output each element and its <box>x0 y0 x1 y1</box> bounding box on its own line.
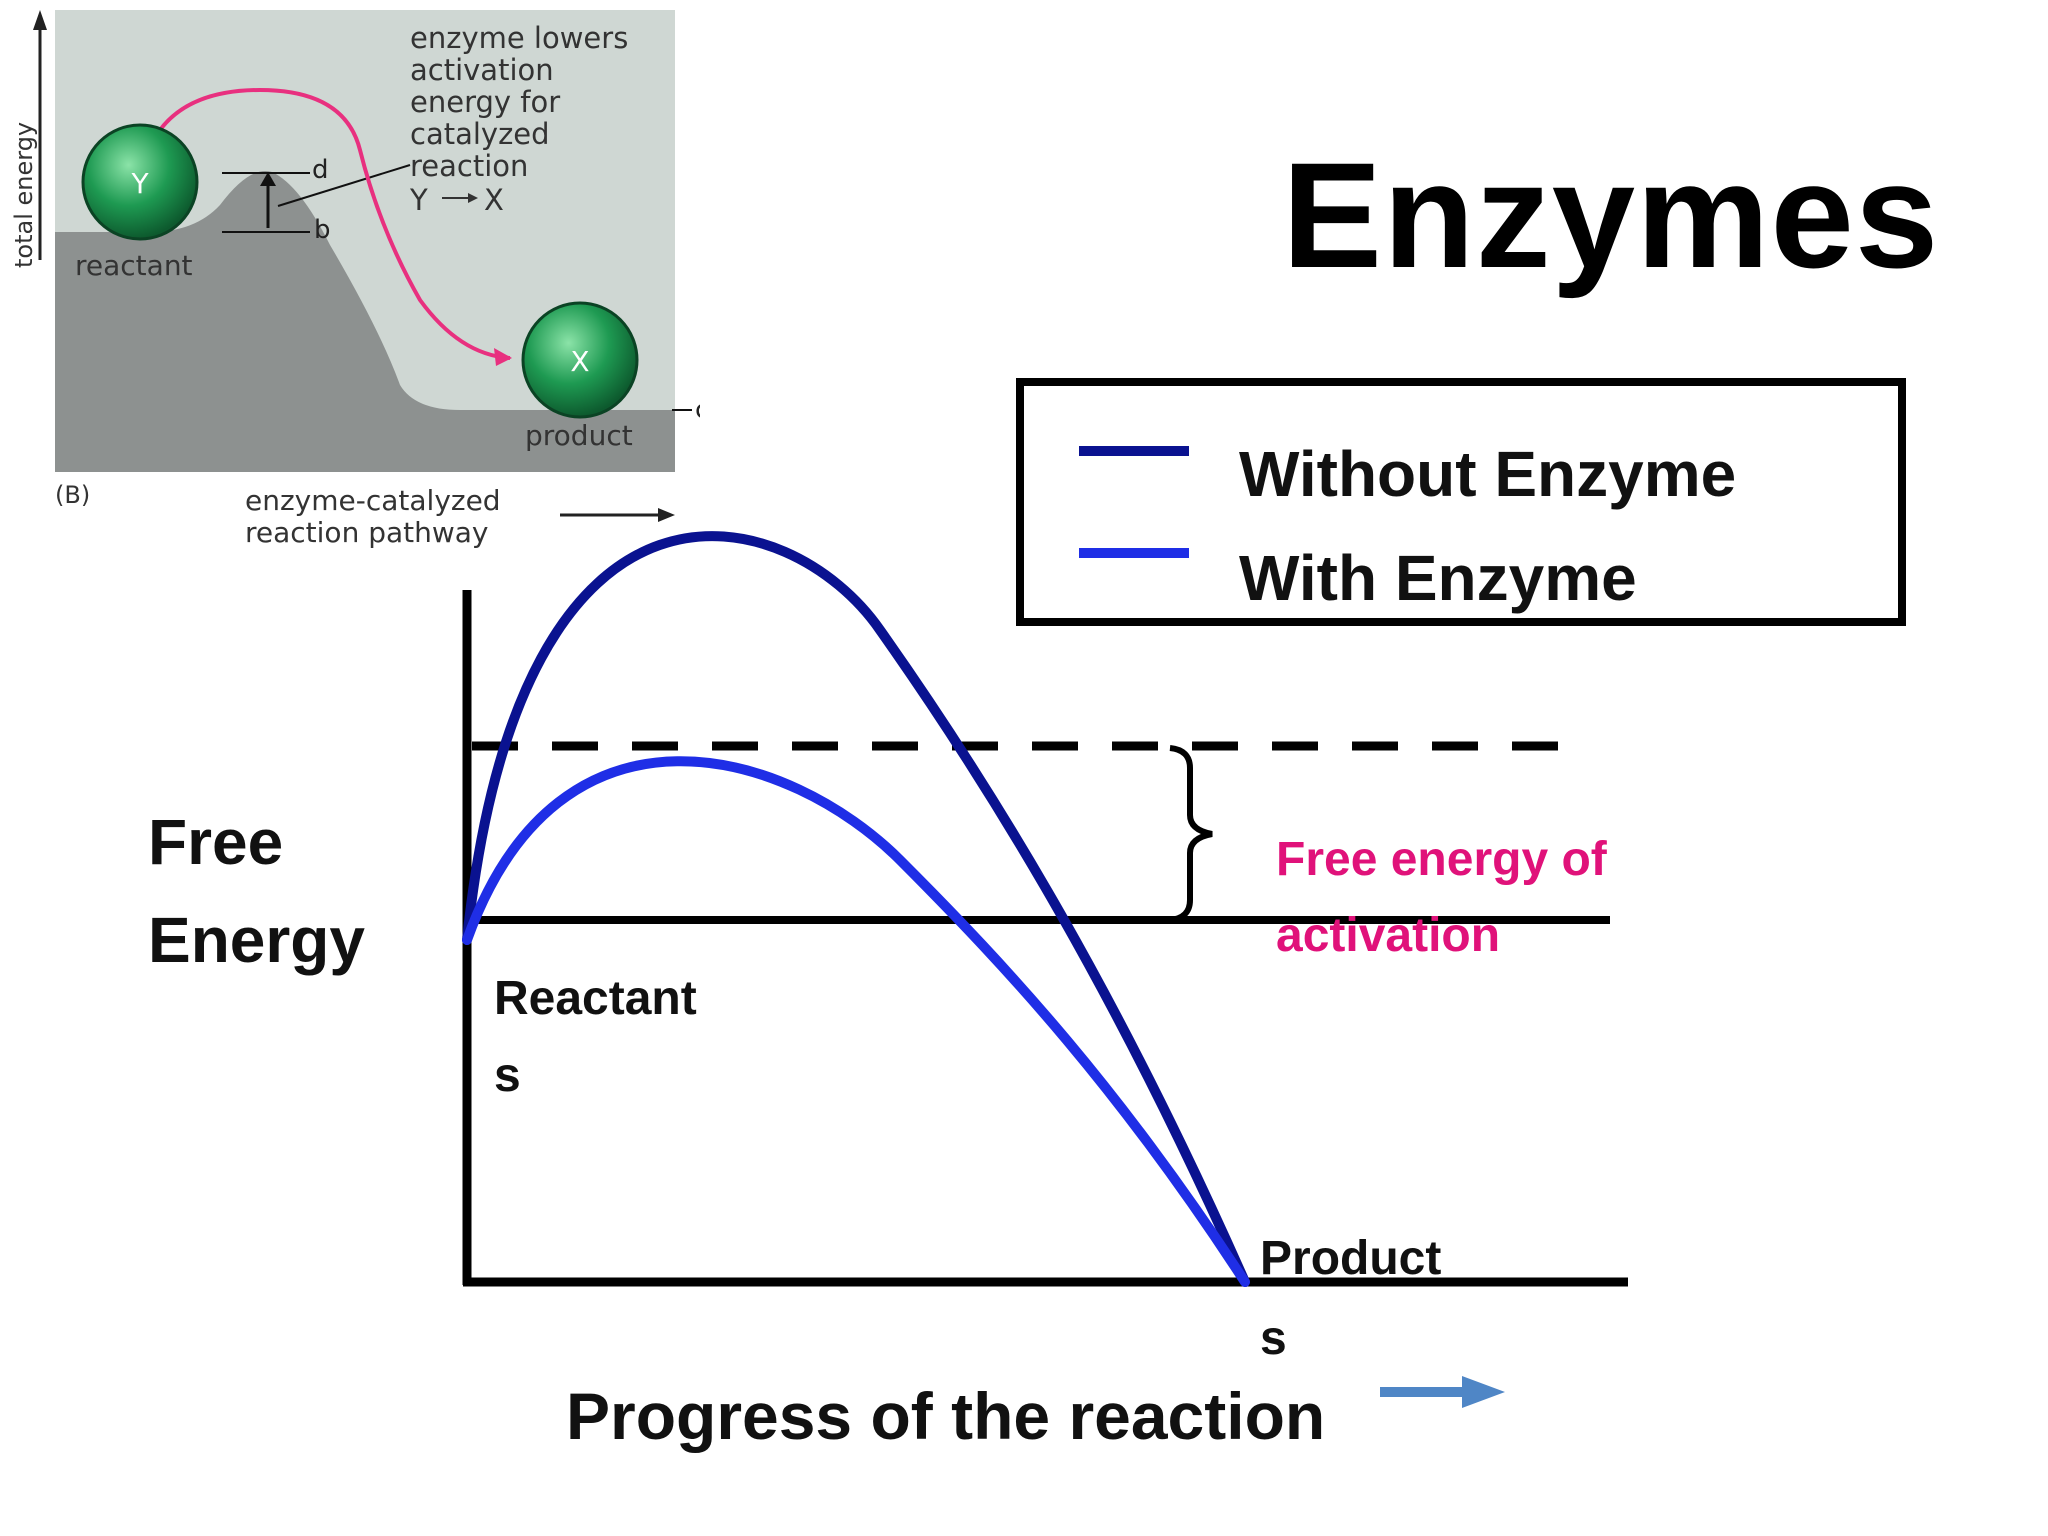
inset-reactant-molecule <box>81 123 199 241</box>
slide-title: Enzymes <box>1282 131 1940 299</box>
inset-formula-from: Y <box>409 183 428 217</box>
legend-swatch-with-enzyme <box>1079 548 1189 558</box>
inset-annotation-line: enzyme lowers <box>410 21 628 55</box>
inset-level-d-label: d <box>312 155 329 185</box>
inset-level-c-label: c <box>695 395 700 425</box>
legend-label-without-enzyme: Without Enzyme <box>1239 438 1737 510</box>
products-label-line: Product <box>1260 1232 1442 1285</box>
inset-x-axis-arrowhead <box>658 508 675 522</box>
inset-activation-arrowhead <box>260 172 276 186</box>
inset-product-label: product <box>525 419 633 452</box>
activation-label-line: activation <box>1276 909 1501 962</box>
inset-x-axis-label-line: enzyme-catalyzed <box>245 484 501 517</box>
inset-y-axis-label: total energy <box>10 122 38 268</box>
inset-catalyzed-pathway <box>158 87 511 360</box>
inset-energy-hill <box>55 170 675 472</box>
legend-box: Without Enzyme With Enzyme <box>1016 378 1906 626</box>
with-enzyme-curve <box>462 756 1250 1287</box>
reactants-label-line: s <box>494 1049 521 1102</box>
inset-annotation-line: catalyzed <box>410 117 550 151</box>
legend-label-with-enzyme: With Enzyme <box>1239 542 1637 614</box>
inset-annotation-line: activation <box>410 53 554 87</box>
legend-swatch-without-enzyme <box>1079 446 1189 456</box>
y-axis-label-line: Energy <box>148 904 365 976</box>
inset-x-axis-label-line: reaction pathway <box>245 516 489 549</box>
inset-pathway-arrowhead <box>494 348 512 366</box>
products-label-line: s <box>1260 1312 1287 1365</box>
inset-annotation-leader <box>277 164 411 207</box>
inset-annotation-line: reaction <box>410 149 528 183</box>
without-enzyme-curve <box>462 531 1250 1287</box>
inset-product-molecule <box>521 301 639 419</box>
inset-reactant-label: reactant <box>75 249 193 282</box>
y-axis-label-line: Free <box>148 806 284 878</box>
inset-y-axis-arrowhead <box>33 10 47 30</box>
inset-formula-arrowhead <box>468 193 478 203</box>
inset-reactant-molecule-label: Y <box>130 167 149 200</box>
inset-annotation: enzyme lowers activation energy for cata… <box>410 21 628 183</box>
inset-energy-diagram: d b c Y X reactant product enzyme lowers… <box>10 10 700 549</box>
activation-label-line: Free energy of <box>1276 833 1607 886</box>
inset-level-b-label: b <box>314 215 331 245</box>
inset-panel-label: (B) <box>55 481 90 509</box>
inset-product-molecule-label: X <box>570 345 589 378</box>
progress-arrowhead <box>1462 1376 1505 1408</box>
inset-formula-to: X <box>484 183 504 217</box>
inset-annotation-line: energy for <box>410 85 560 119</box>
activation-energy-brace <box>1169 745 1213 923</box>
x-axis-label: Progress of the reaction <box>566 1379 1326 1453</box>
reactants-label-line: Reactant <box>494 972 697 1025</box>
